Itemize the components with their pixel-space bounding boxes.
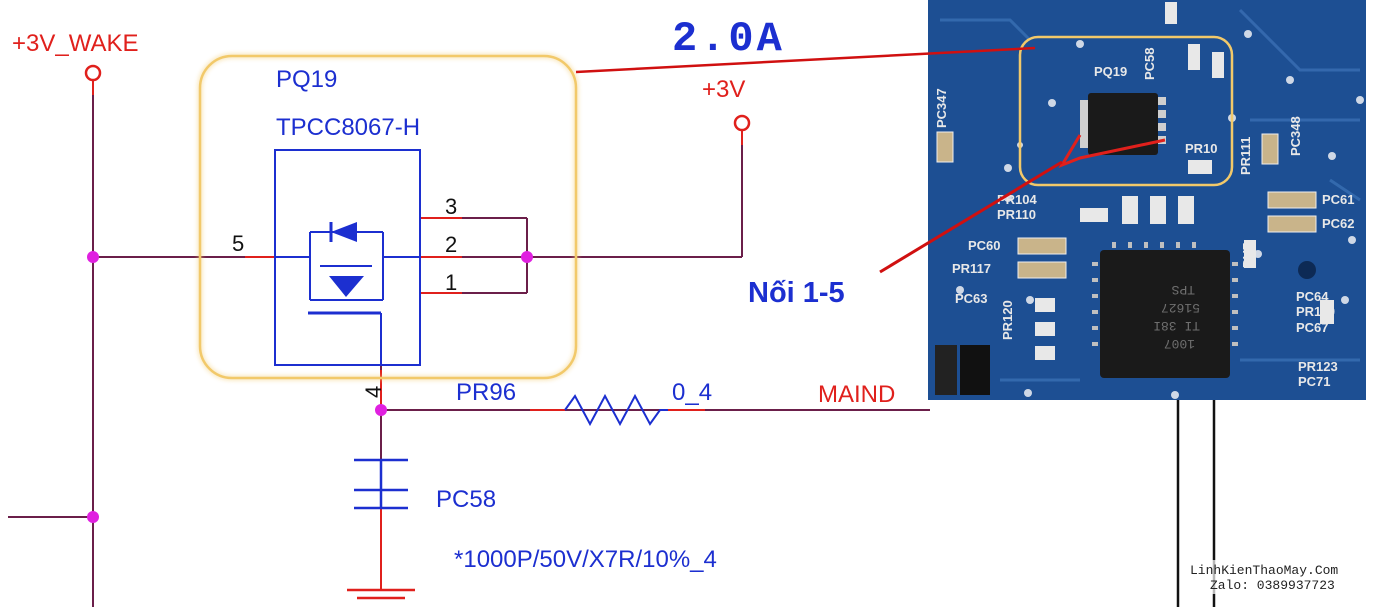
capacitor-reference: PC58: [436, 486, 496, 513]
capacitor-symbol: [354, 458, 408, 510]
pin-stubs: [245, 130, 743, 590]
pcb-photo: PQ19 PC58 PC347 PC348 PR111 PR10 PR104 P…: [928, 0, 1366, 400]
mosfet-symbol: [274, 149, 421, 366]
net-label-maind: MAIND: [818, 381, 895, 408]
current-rating: 2.0A: [672, 15, 785, 63]
silk-pq19: PQ19: [1094, 64, 1127, 79]
mosfet-part-number: TPCC8067-H: [276, 114, 420, 141]
silk-pr110: PR110: [997, 207, 1036, 222]
silk-pc63: PC63: [955, 291, 988, 306]
mosfet-reference: PQ19: [276, 66, 337, 93]
wires: [8, 80, 930, 607]
watermark-contact: Zalo: 0389937723: [1210, 578, 1335, 593]
channel-arrow-icon: [329, 276, 364, 297]
smd-components: [935, 2, 1334, 395]
wake-terminal-icon: [84, 64, 102, 82]
pin-label-2: 2: [445, 232, 457, 257]
watermark-site: LinhKienThaoMay.Com: [1190, 563, 1338, 578]
silk-pc60: PC60: [968, 238, 1001, 253]
chip-marking-2: TI 38I: [1153, 318, 1200, 333]
chip-marking-4: TPS: [1171, 282, 1195, 297]
ground-icon: [347, 588, 415, 600]
silk-pc347: PC347: [934, 88, 949, 128]
pin-label-4: 4: [361, 386, 386, 398]
silk-pr104: PR104: [997, 192, 1038, 207]
callout-line: [575, 46, 1036, 74]
silk-pc71: PC71: [1298, 374, 1331, 389]
silk-pc61: PC61: [1322, 192, 1355, 207]
pin-label-5: 5: [232, 231, 244, 256]
tps-chip: [1100, 250, 1230, 378]
resistor-zigzag-icon: [564, 393, 668, 427]
photo-highlight-box: [1018, 35, 1234, 187]
silk-pr120: PR120: [1000, 300, 1015, 340]
silk-pr119: PR119: [1296, 304, 1335, 319]
silk-pr117: PR117: [952, 261, 991, 276]
junction-dot: [521, 251, 533, 263]
junctions: [87, 251, 533, 523]
resistor-reference: PR96: [456, 379, 516, 406]
mosfet-highlight-box: [198, 54, 578, 380]
silk-pr123: PR123: [1298, 359, 1338, 374]
net-label-3v: +3V: [702, 76, 745, 103]
resistor-value: 0_4: [672, 379, 712, 406]
silk-pu7: PU7: [1240, 243, 1255, 268]
jumper-mark: [1058, 134, 1166, 168]
pin-label-3: 3: [445, 194, 457, 219]
pq19-chip: [1088, 93, 1158, 155]
silk-pc348: PC348: [1288, 116, 1303, 156]
pin-label-1: 1: [445, 270, 457, 295]
body-diode-icon: [331, 222, 357, 242]
silk-pc58: PC58: [1142, 47, 1157, 80]
capacitor-value: *1000P/50V/X7R/10%_4: [454, 546, 717, 573]
jumper-note: Nối 1-5: [748, 277, 845, 309]
silk-pr111: PR111: [1238, 137, 1253, 175]
junction-dot: [375, 404, 387, 416]
silk-pc67: PC67: [1296, 320, 1329, 335]
plus3v-terminal-icon: [733, 114, 751, 132]
note-pointer-line: [879, 160, 1063, 274]
chip-marking-1: 1007: [1164, 336, 1195, 351]
net-label-3v-wake: +3V_WAKE: [12, 30, 139, 57]
chip-marking-3: 51627: [1161, 300, 1200, 315]
junction-dot: [87, 251, 99, 263]
silk-pc64: PC64: [1296, 289, 1329, 304]
silk-pc62: PC62: [1322, 216, 1355, 231]
silk-pr10: PR10: [1185, 141, 1218, 156]
junction-dot: [87, 511, 99, 523]
